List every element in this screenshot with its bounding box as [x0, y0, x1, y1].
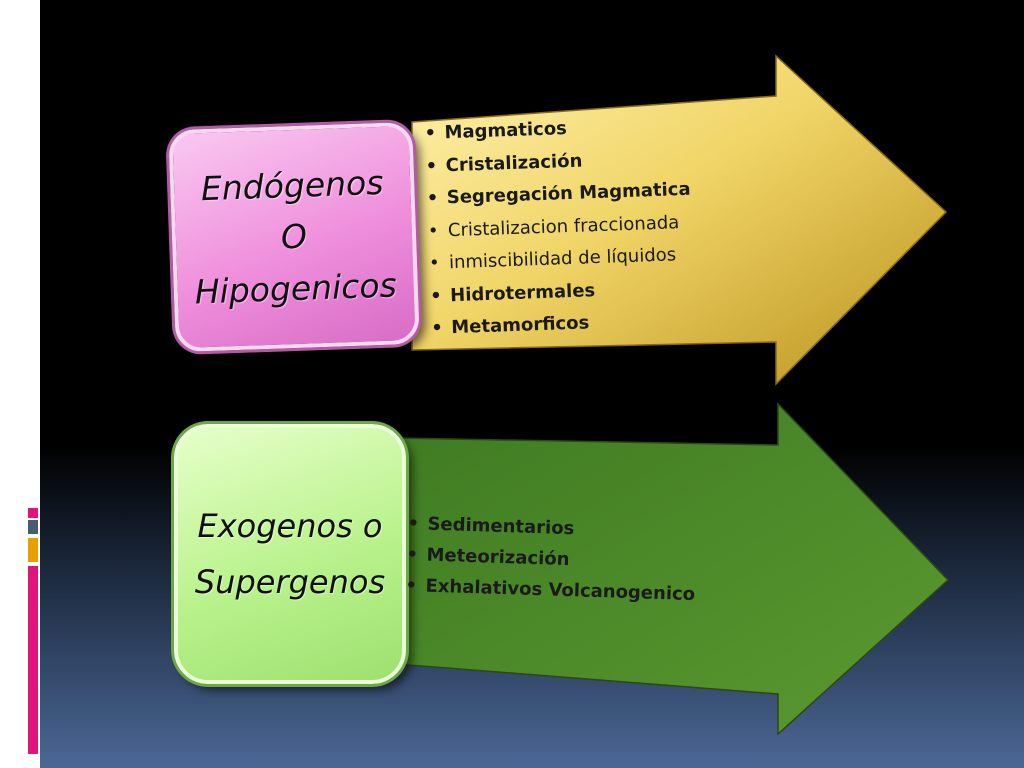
decorative-bar-pink [28, 508, 38, 518]
decorative-bar-slate [28, 520, 38, 534]
exogenos-box-line-2: Supergenos [194, 563, 386, 601]
endogenos-box-line-2: O [280, 216, 308, 257]
decorative-line [18, 46, 24, 116]
exogenos-list: Sedimentarios Meteorización Exhalativos … [405, 508, 697, 610]
endogenos-list: Magmaticos Cristalización Segregación Ma… [424, 109, 696, 346]
endogenos-box-line-3: Hipogenicos [194, 265, 398, 312]
exogenos-box-line-1: Exogenos o [197, 507, 383, 545]
endogenos-box: Endógenos O Hipogenicos [168, 121, 420, 353]
decorative-bar-magenta [28, 566, 38, 754]
decorative-bar-gold [28, 538, 38, 562]
endogenos-box-line-1: Endógenos [200, 163, 385, 209]
exogenos-box: Exogenos o Supergenos [174, 424, 406, 684]
